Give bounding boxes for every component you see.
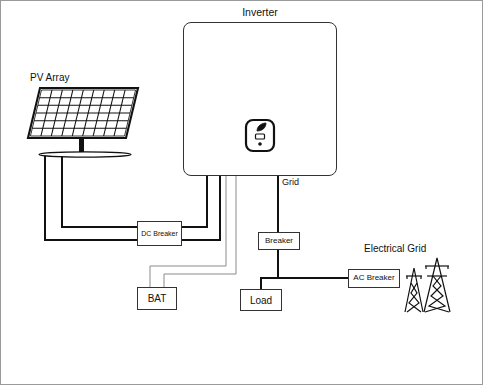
breaker-box: DC Breaker (137, 221, 182, 246)
heading-label: Electrical Grid (364, 243, 422, 254)
electrical-grid: Electrical Grid (398, 243, 456, 313)
wire (277, 176, 279, 232)
breaker-box: AC Breaker (348, 269, 400, 288)
heading-label: Inverter (183, 7, 337, 19)
wire (278, 250, 348, 278)
heading-label: PV Array (30, 72, 148, 83)
inverter-unit: Inverter (183, 4, 337, 176)
pv-array: PV Array (24, 70, 142, 156)
load-box: Load (240, 289, 282, 311)
box-label: Load (248, 295, 274, 306)
power-towers (405, 258, 450, 312)
wire (62, 156, 137, 227)
box-label: Breaker (263, 237, 295, 246)
inverter-icon (246, 120, 274, 151)
wire (182, 176, 207, 227)
wire (45, 156, 137, 240)
box-label: AC Breaker (351, 274, 396, 283)
wire-label: Grid (281, 178, 300, 188)
wire (182, 176, 220, 240)
breaker-box: Breaker (258, 232, 300, 250)
solar-panel (28, 88, 138, 157)
box-label: DC Breaker (139, 230, 180, 238)
box-label: BAT (146, 293, 169, 304)
wire (261, 250, 278, 289)
battery-box: BAT (137, 287, 177, 310)
inverter-housing (183, 22, 337, 176)
